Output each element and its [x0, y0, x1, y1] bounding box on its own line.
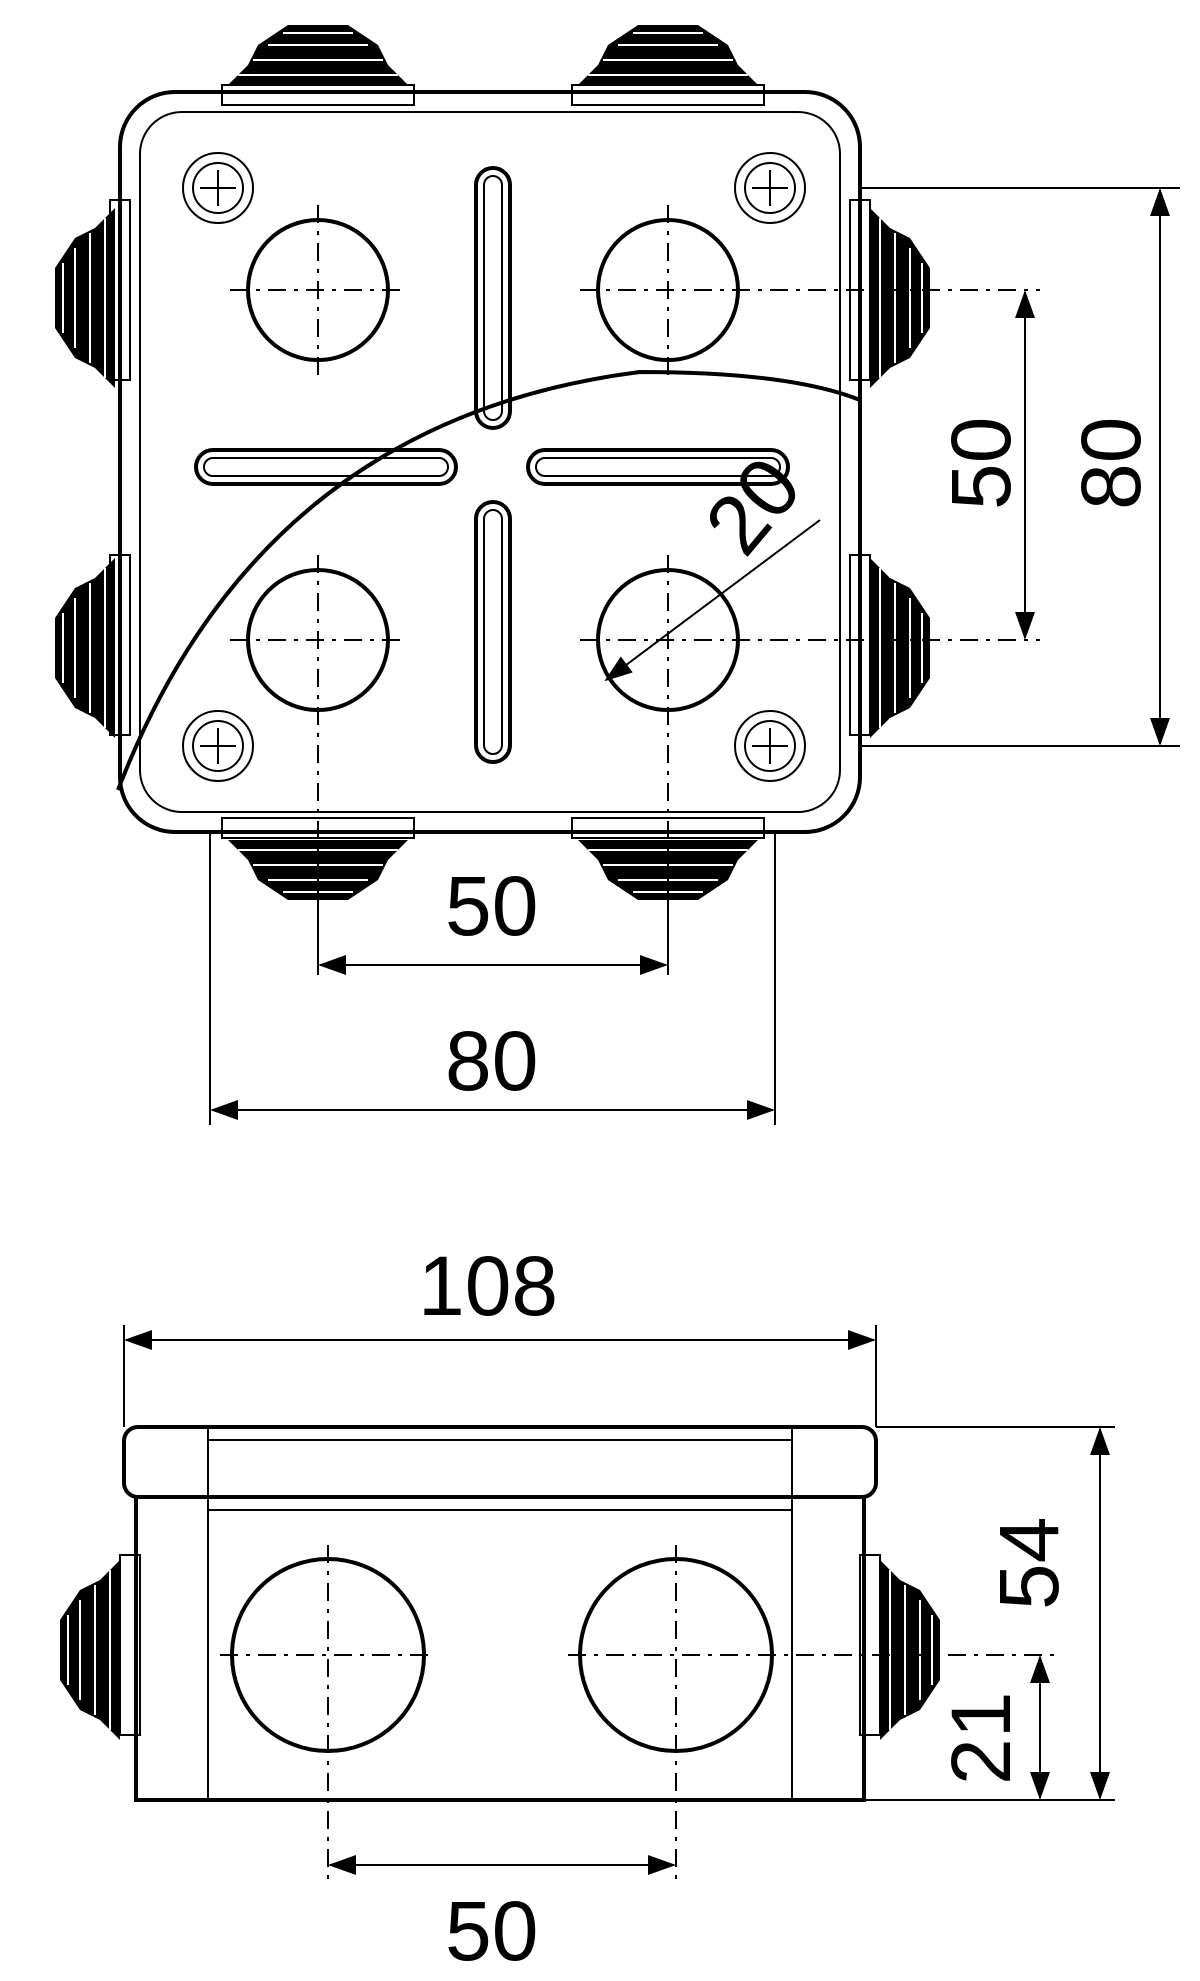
- knockout-hole-top-right: [580, 205, 1040, 375]
- gland-side-right: [879, 1559, 941, 1741]
- top-view: 20 50 80 80 50: [54, 24, 1180, 1125]
- side-hole-right: [568, 1545, 1060, 1880]
- dim-hole-spacing-label: 50: [445, 1884, 538, 1978]
- side-hole-left: [220, 1545, 436, 1880]
- lid-swing-arc: [116, 369, 861, 791]
- screw-top-left: [182, 152, 254, 224]
- knockout-hole-bottom-right: [580, 555, 1040, 960]
- screw-bottom-right: [734, 710, 806, 782]
- diameter-label: 20: [687, 440, 819, 572]
- screw-top-right: [734, 152, 806, 224]
- diameter-leader: [604, 519, 821, 682]
- dim-height-inner-label: 50: [934, 417, 1028, 510]
- gland-side-left: [59, 1559, 121, 1741]
- body-outline: [134, 1497, 866, 1802]
- box-outline-outer: [118, 90, 862, 834]
- gland-right-top: [869, 207, 931, 389]
- slot-horizontal-right: [526, 448, 790, 486]
- knockout-hole-bottom-left: [230, 555, 406, 960]
- slot-vertical-bottom: [474, 500, 512, 764]
- knockout-hole-top-left: [230, 205, 406, 375]
- dim-length-label: 108: [418, 1239, 558, 1333]
- dim-height-outer-label: 80: [1064, 417, 1158, 510]
- gland-left-top: [54, 207, 116, 389]
- dim-width-outer-label: 80: [445, 1014, 538, 1108]
- lid-outline: [122, 1425, 878, 1499]
- box-outline-inner: [139, 111, 841, 813]
- side-view: 108 54 21 50: [59, 1239, 1115, 1978]
- gland-top-left: [227, 24, 409, 86]
- dim-width-inner-label: 50: [445, 859, 538, 953]
- dim-height-label: 54: [982, 1517, 1076, 1610]
- dim-hole-height-label: 21: [934, 1692, 1028, 1785]
- gland-top-right: [577, 24, 759, 86]
- screw-bottom-left: [182, 710, 254, 782]
- slot-horizontal-left: [194, 448, 458, 486]
- slot-vertical-top: [474, 166, 512, 430]
- gland-right-bottom: [869, 557, 931, 739]
- gland-left-bottom: [54, 557, 116, 739]
